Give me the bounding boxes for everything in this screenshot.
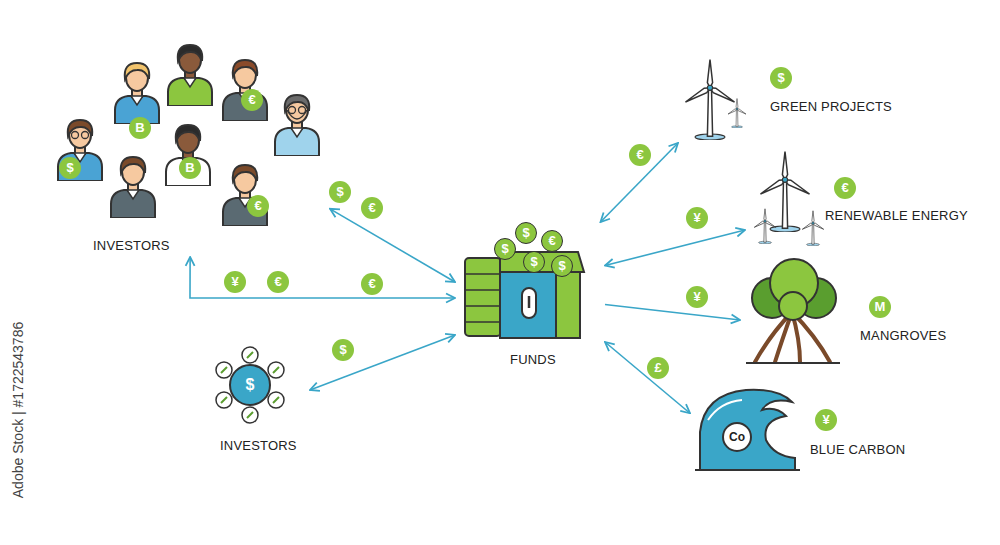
flow-arrow — [190, 257, 455, 298]
investor-figure — [168, 45, 212, 106]
investor-figure — [223, 60, 267, 121]
project-node: BLUE CARBON — [690, 380, 910, 475]
currency-coin: ¥ — [224, 271, 246, 293]
currency-coin: $ — [329, 181, 351, 203]
currency-coin: $ — [332, 339, 354, 361]
currency-coin: ¥ — [815, 409, 837, 431]
flow-arrow — [310, 335, 455, 390]
fund-node: FUNDS — [455, 222, 605, 372]
project-node: GREEN PROJECTS — [678, 55, 898, 143]
currency-coin: B — [129, 117, 151, 139]
investor-group: INVESTORS — [48, 38, 330, 257]
node-label: MANGROVES — [860, 328, 946, 343]
currency-coin: € — [247, 195, 269, 217]
currency-coin: $ — [770, 67, 792, 89]
node-label: GREEN PROJECTS — [770, 99, 892, 114]
node-label: BLUE CARBON — [810, 442, 905, 457]
currency-coin: € — [629, 144, 651, 166]
currency-coin: B — [179, 157, 201, 179]
currency-coin: £ — [647, 357, 669, 379]
currency-coin: € — [267, 271, 289, 293]
flow-arrow — [601, 143, 679, 222]
node-label: INVESTORS — [93, 238, 170, 253]
currency-coin: $ — [59, 157, 81, 179]
glasses — [72, 107, 306, 139]
currency-coin: M — [869, 296, 891, 318]
currency-coin: € — [834, 177, 856, 199]
flow-arrow — [330, 209, 455, 282]
investor-group: INVESTORS — [215, 350, 310, 458]
element-symbol: Co — [729, 430, 745, 444]
node-label: INVESTORS — [220, 438, 297, 453]
watermark: Adobe Stock | #1722543786 — [10, 322, 26, 498]
investor-network-icon — [216, 347, 284, 423]
beard — [287, 110, 307, 119]
currency-coin: $ — [494, 238, 516, 260]
currency-coin: $ — [551, 255, 573, 277]
flow-arrow — [605, 342, 690, 413]
currency-symbol: $ — [246, 376, 255, 394]
currency-coin: € — [241, 89, 263, 111]
currency-coin: $ — [515, 222, 537, 244]
currency-coin: $ — [523, 251, 545, 273]
fund-chest — [465, 252, 584, 338]
investor-figure — [115, 63, 159, 124]
currency-coin: € — [541, 230, 563, 252]
investor-figure — [58, 120, 102, 181]
investor-figure — [111, 157, 155, 218]
flow-arrow — [605, 230, 745, 266]
project-node: MANGROVES — [740, 270, 950, 370]
project-node: RENEWABLE ENERGY — [745, 148, 980, 248]
node-label: RENEWABLE ENERGY — [825, 208, 968, 223]
node-label: FUNDS — [510, 352, 556, 367]
investor-figure — [275, 95, 319, 156]
mangrove-tree — [746, 259, 840, 363]
flow-arrow — [605, 305, 740, 321]
blue-carbon-wave — [695, 390, 800, 470]
currency-coin: ¥ — [686, 286, 708, 308]
currency-coin: ¥ — [686, 207, 708, 229]
wind-turbines — [684, 59, 824, 245]
currency-coin: € — [361, 273, 383, 295]
currency-coin: € — [361, 197, 383, 219]
investor-people — [58, 45, 319, 226]
investor-figure — [166, 125, 210, 186]
